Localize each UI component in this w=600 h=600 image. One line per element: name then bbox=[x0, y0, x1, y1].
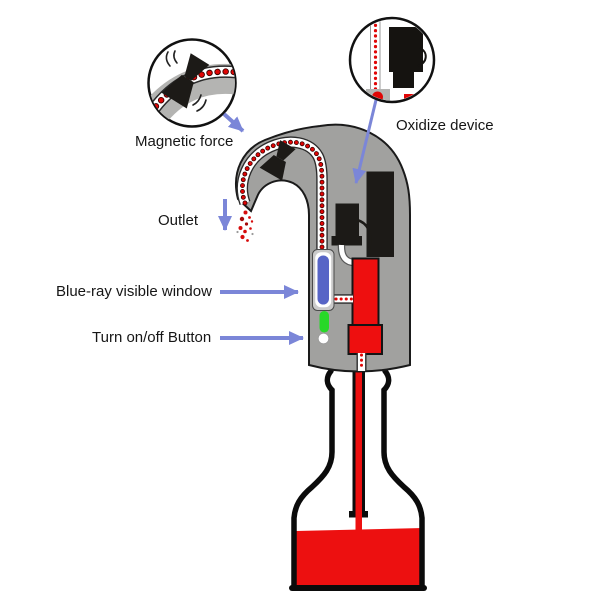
label-oxidize-device: Oxidize device bbox=[396, 117, 494, 134]
bottle-right-outline bbox=[381, 368, 425, 589]
oxidizer-callout-arrow bbox=[352, 99, 378, 184]
outlet-drips bbox=[236, 210, 254, 242]
wine-bottle bbox=[289, 368, 427, 591]
bottle-left-outline bbox=[291, 368, 335, 589]
label-outlet: Outlet bbox=[158, 212, 199, 229]
magnified-inset-oxidizer bbox=[348, 16, 436, 184]
motor-wire bbox=[356, 218, 372, 249]
wine-fill bbox=[296, 528, 423, 586]
label-magnetic-force: Magnetic force bbox=[135, 133, 234, 150]
magnetic-callout-arrow bbox=[222, 112, 245, 133]
blue-ray-window bbox=[312, 249, 335, 311]
vibration-marks bbox=[165, 50, 207, 112]
spout-channel bbox=[236, 136, 328, 254]
inset-motor bbox=[389, 27, 423, 88]
motor-block bbox=[331, 203, 362, 246]
inset-motor-wire bbox=[417, 47, 427, 67]
inset-magnet bbox=[161, 53, 210, 109]
label-blue-ray-window: Blue-ray visible window bbox=[56, 283, 212, 300]
power-button[interactable] bbox=[317, 332, 330, 345]
pump-block bbox=[347, 257, 383, 355]
magnified-inset-magnetic bbox=[147, 38, 245, 133]
spout-magnet bbox=[259, 140, 296, 181]
wine-intake-tube bbox=[349, 370, 368, 531]
label-power-button: Turn on/off Button bbox=[92, 329, 212, 346]
power-indicator bbox=[319, 311, 329, 333]
